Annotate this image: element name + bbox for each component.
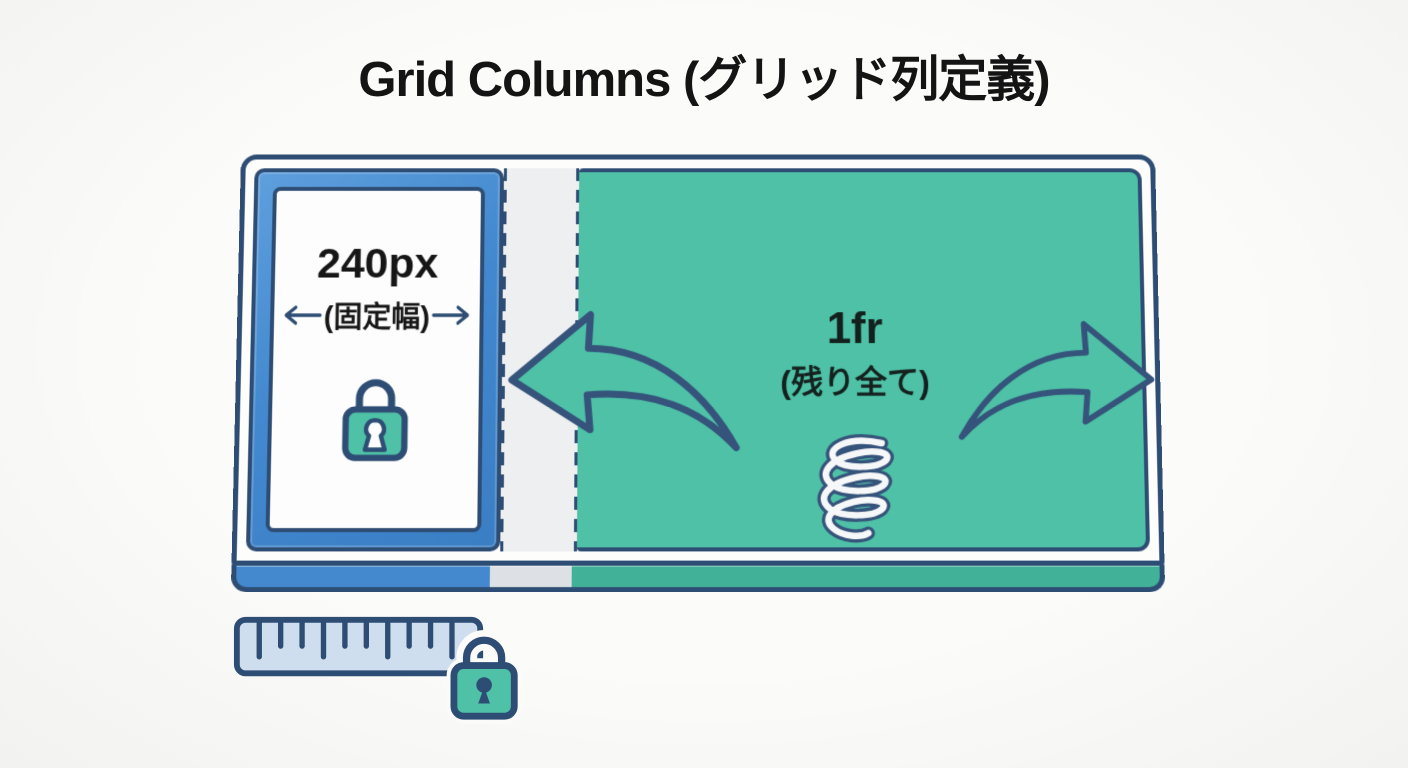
flex-sub-label: (残り全て) [780,364,930,401]
ruler-lock-group [233,616,522,724]
flex-width-label: 1fr [826,304,883,354]
spring-icon [809,433,901,554]
flex-column-labels: 1fr (残り全て) [695,304,1016,403]
curved-arrow-right-icon [954,301,1159,453]
grid-diagram: 240px (固定幅) [230,154,1166,593]
page-title: Grid Columns (グリッド列定義) [358,53,1050,107]
fixed-sub-label: (固定幅) [323,302,431,335]
arrow-right-icon [432,303,473,327]
fixed-width-label: 240px [316,240,439,288]
ruler-icon [233,616,484,677]
lock-icon [446,630,522,724]
width-dimension: (固定幅) [278,295,476,337]
fixed-column-panel: 240px (固定幅) [265,186,485,533]
arrow-left-icon [281,303,322,327]
container-bottom-edge [230,563,1166,593]
curved-arrow-left-icon [504,301,743,453]
grid-container: 240px (固定幅) [231,154,1165,566]
fixed-column-frame: 240px (固定幅) [245,168,505,552]
lock-icon [333,379,417,464]
